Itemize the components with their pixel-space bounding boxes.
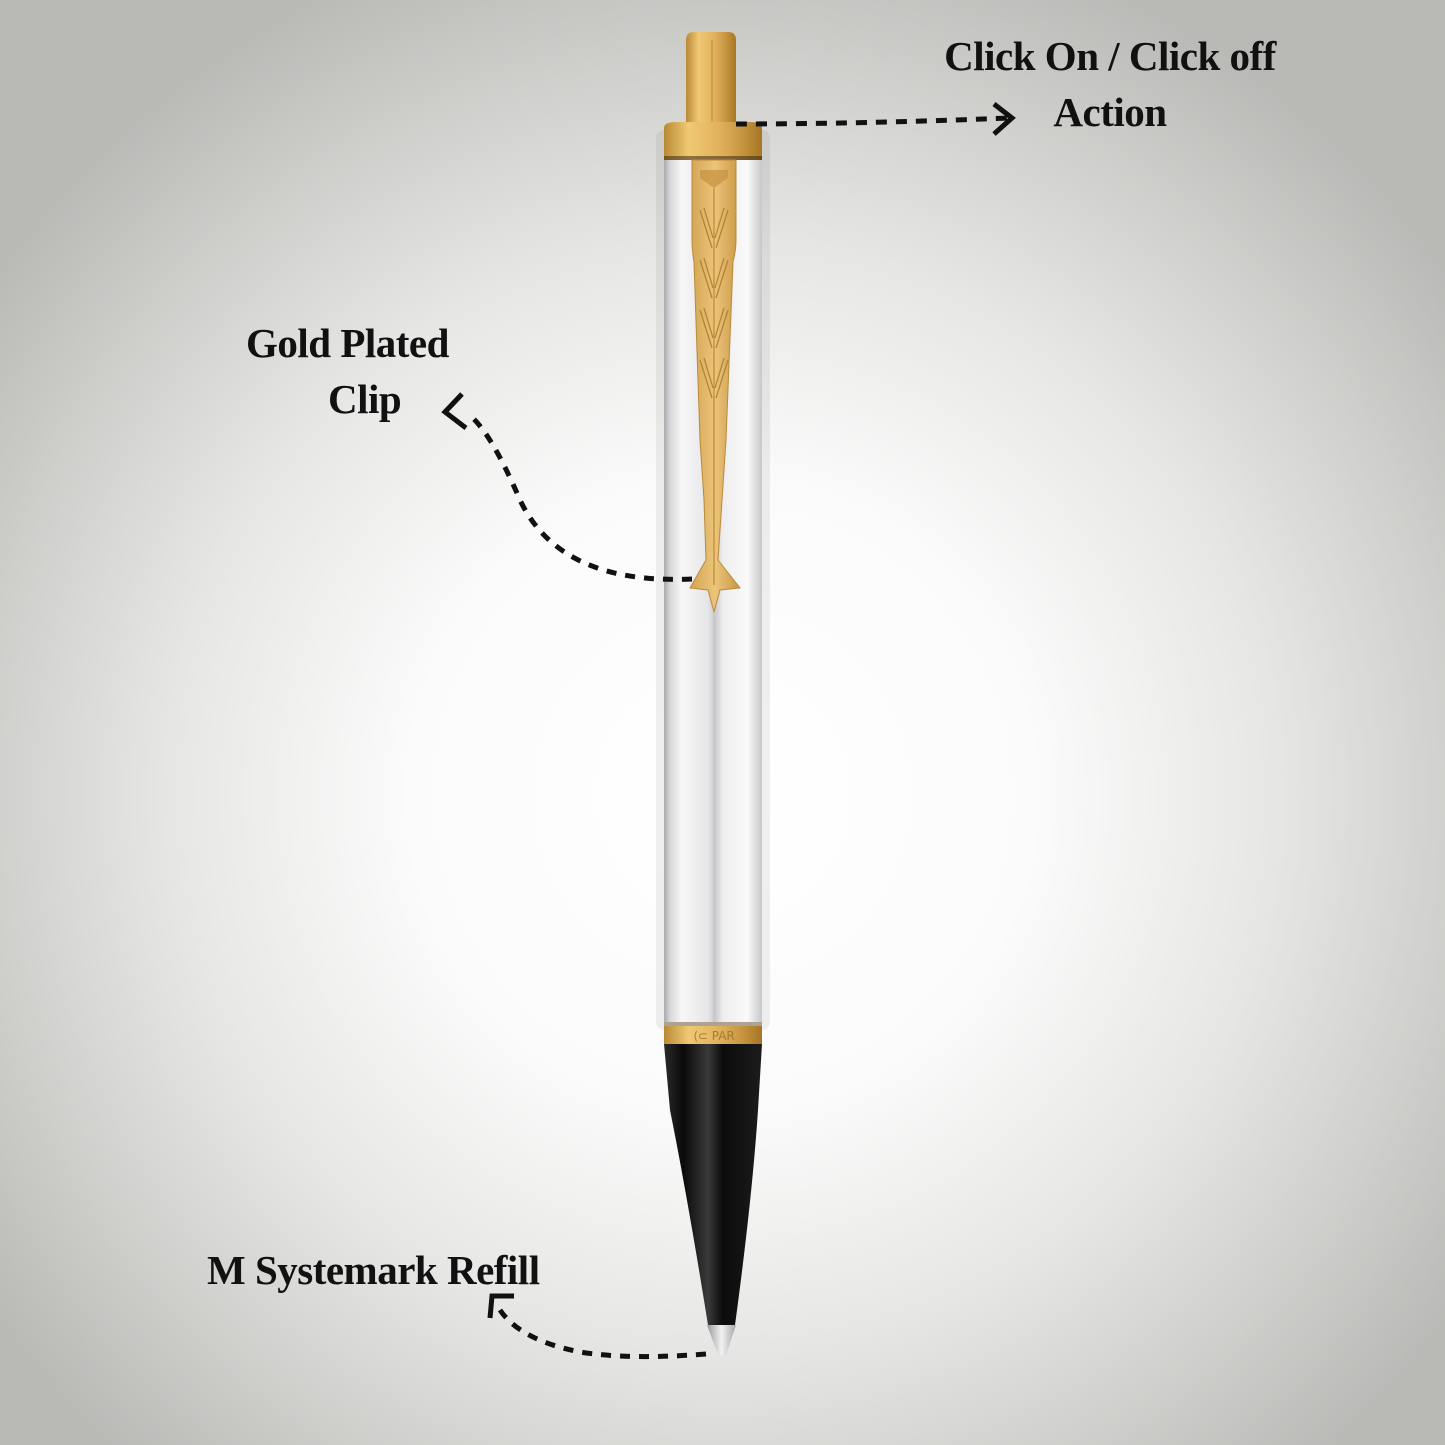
clip-line1: Gold Plated (246, 320, 449, 366)
dashed-arrow-curved-up-icon (487, 1293, 707, 1360)
clip-line2: Clip (328, 376, 402, 422)
click-action-line2: Action (1053, 89, 1167, 135)
gold-clip (689, 159, 741, 614)
click-action-line1: Click On / Click off (944, 33, 1276, 79)
bottom-gold-ring: ⟨⊂ PAR (664, 1022, 762, 1044)
click-action-label: Click On / Click off Action (910, 28, 1310, 140)
clip-label: Gold Plated Clip (246, 315, 506, 427)
black-tip-section (664, 1044, 762, 1325)
top-gold-ring (664, 122, 762, 160)
dashed-arrow-right-icon (735, 102, 1016, 136)
ring-engraving: ⟨⊂ PAR (693, 1029, 735, 1043)
click-button (686, 32, 736, 126)
dashed-arrow-curved-left-icon (441, 392, 693, 582)
refill-label: M Systemark Refill (207, 1247, 540, 1293)
refill-tip (707, 1325, 736, 1355)
